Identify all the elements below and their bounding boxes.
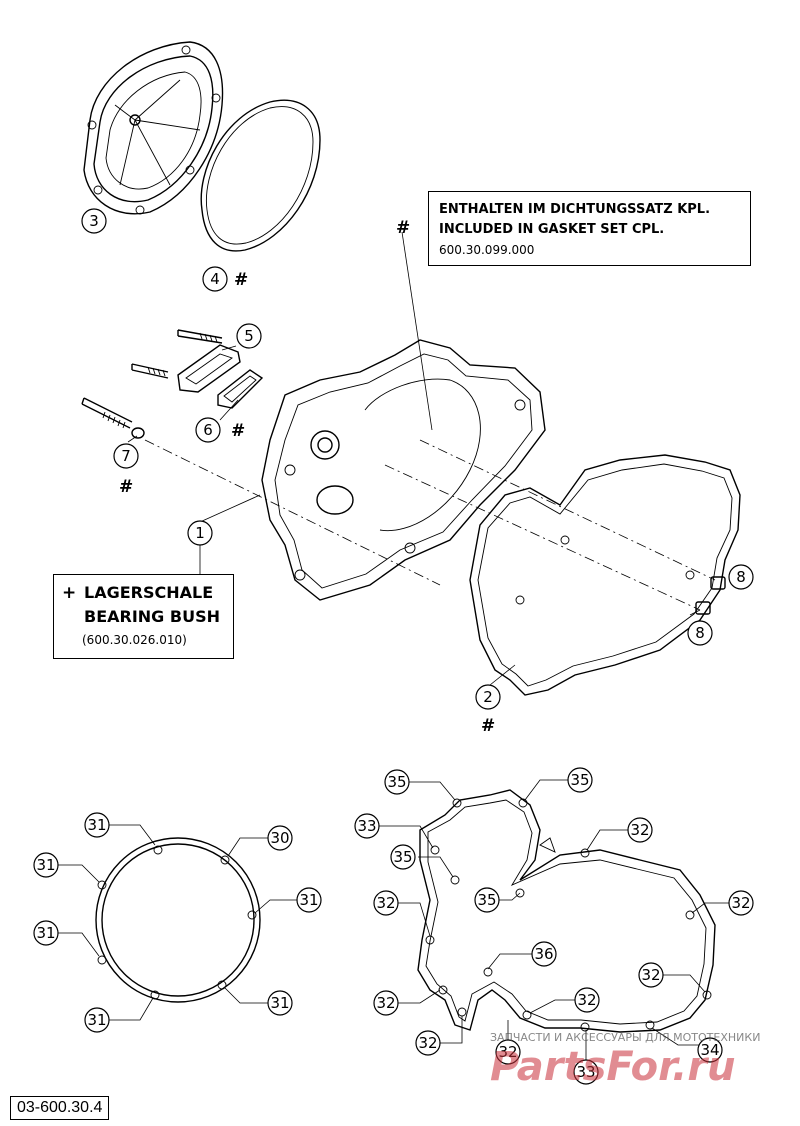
callout-32-a: 32 xyxy=(627,817,653,843)
callouts-clutch-gasket: 31 30 31 31 31 31 31 xyxy=(33,812,322,1033)
svg-text:2: 2 xyxy=(483,688,493,706)
svg-text:32: 32 xyxy=(498,1043,517,1061)
svg-text:33: 33 xyxy=(576,1063,595,1081)
svg-text:7: 7 xyxy=(121,447,131,465)
part-ignition-cover-gasket-detail xyxy=(417,789,716,1033)
svg-text:31: 31 xyxy=(299,891,318,909)
svg-text:3: 3 xyxy=(89,212,99,230)
callout-part-3: 3 xyxy=(81,208,107,234)
callout-34: 34 xyxy=(697,1037,723,1063)
callout-32-g: 32 xyxy=(415,1030,441,1056)
watermark-brand: PartsFor.ru xyxy=(490,1044,736,1090)
gasket-set-note-symbol: # xyxy=(396,218,411,238)
gasket-set-part-number: 600.30.099.000 xyxy=(439,243,535,257)
svg-text:5: 5 xyxy=(244,327,254,345)
leader-lines xyxy=(58,231,730,1072)
svg-text:30: 30 xyxy=(270,829,289,847)
svg-text:31: 31 xyxy=(36,924,55,942)
svg-text:35: 35 xyxy=(387,773,406,791)
svg-text:32: 32 xyxy=(630,821,649,839)
callout-part-6: 6 xyxy=(195,417,221,443)
svg-text:36: 36 xyxy=(534,945,553,963)
svg-text:31: 31 xyxy=(36,856,55,874)
callout-35-a: 35 xyxy=(384,769,410,795)
svg-text:31: 31 xyxy=(270,994,289,1012)
callout-32-f: 32 xyxy=(574,987,600,1013)
part-ignition-cover xyxy=(261,339,546,601)
svg-text:32: 32 xyxy=(376,894,395,912)
callout-33-b: 33 xyxy=(573,1059,599,1085)
svg-text:33: 33 xyxy=(357,817,376,835)
svg-text:1: 1 xyxy=(195,524,205,542)
callout-31-a: 31 xyxy=(84,812,110,838)
callout-35-d: 35 xyxy=(474,887,500,913)
part-ignition-cover-gasket xyxy=(469,454,741,696)
svg-text:31: 31 xyxy=(87,1011,106,1029)
svg-text:32: 32 xyxy=(418,1034,437,1052)
callout-31-b: 31 xyxy=(33,852,59,878)
svg-text:8: 8 xyxy=(695,624,705,642)
hash-mark-part-4: # xyxy=(234,270,248,290)
callout-30: 30 xyxy=(267,825,293,851)
part-clutch-cover xyxy=(83,41,224,215)
svg-text:32: 32 xyxy=(641,966,660,984)
callout-35-c: 35 xyxy=(390,844,416,870)
svg-text:31: 31 xyxy=(87,816,106,834)
watermark-tagline: ЗАПЧАСТИ И АКСЕССУАРЫ ДЛЯ МОТОТЕХНИКИ xyxy=(490,1031,760,1044)
gasket-set-marks: # # # # xyxy=(119,270,495,736)
svg-text:4: 4 xyxy=(210,270,220,288)
callout-32-e: 32 xyxy=(373,990,399,1016)
svg-text:8: 8 xyxy=(736,568,746,586)
callout-32-d: 32 xyxy=(638,962,664,988)
callout-part-8-lower: 8 xyxy=(687,620,713,646)
assembly-axes xyxy=(144,439,716,611)
callout-32-b: 32 xyxy=(373,890,399,916)
bearing-bush-part-number: (600.30.026.010) xyxy=(82,633,187,647)
part-small-cover-assembly xyxy=(81,329,264,439)
callout-32-c: 32 xyxy=(728,890,754,916)
callout-part-8-upper: 8 xyxy=(728,564,754,590)
svg-text:32: 32 xyxy=(376,994,395,1012)
bearing-bush-symbol: + xyxy=(62,583,77,603)
callout-31-d: 31 xyxy=(33,920,59,946)
callout-31-f: 31 xyxy=(84,1007,110,1033)
bearing-bush-line-de: LAGERSCHALE xyxy=(84,583,214,602)
callout-31-c: 31 xyxy=(296,887,322,913)
bearing-bush-line-en: BEARING BUSH xyxy=(84,607,220,626)
callout-32-h: 32 xyxy=(495,1039,521,1065)
hash-mark-part-7: # xyxy=(119,477,133,497)
gasket-set-box: ENTHALTEN IM DICHTUNGSSATZ KPL. INCLUDED… xyxy=(428,191,751,266)
gasket-set-line-de: ENTHALTEN IM DICHTUNGSSATZ KPL. xyxy=(439,202,711,217)
callout-part-1: 1 xyxy=(187,520,213,546)
svg-text:35: 35 xyxy=(393,848,412,866)
watermark: ЗАПЧАСТИ И АКСЕССУАРЫ ДЛЯ МОТОТЕХНИКИ Pa… xyxy=(490,1031,760,1090)
callout-part-7: 7 xyxy=(113,443,139,469)
callouts-main: 1 2 3 4 5 6 7 8 8 xyxy=(81,208,754,710)
callout-36: 36 xyxy=(531,941,557,967)
svg-text:6: 6 xyxy=(203,421,213,439)
callout-35-b: 35 xyxy=(567,767,593,793)
diagram-code: 03-600.30.4 xyxy=(10,1096,110,1120)
callout-part-5: 5 xyxy=(236,323,262,349)
svg-text:34: 34 xyxy=(700,1041,719,1059)
svg-text:32: 32 xyxy=(731,894,750,912)
part-clutch-cover-gasket-detail xyxy=(95,837,261,1003)
callout-33-a: 33 xyxy=(354,813,380,839)
svg-text:35: 35 xyxy=(570,771,589,789)
hash-mark-part-2: # xyxy=(481,716,495,736)
callout-part-4: 4 xyxy=(202,266,228,292)
part-clutch-cover-seal xyxy=(200,99,321,252)
hash-mark-part-6: # xyxy=(231,421,245,441)
gasket-set-line-en: INCLUDED IN GASKET SET CPL. xyxy=(439,222,665,237)
bearing-bush-box: + LAGERSCHALE BEARING BUSH (600.30.026.0… xyxy=(53,574,234,659)
callout-31-e: 31 xyxy=(267,990,293,1016)
svg-text:32: 32 xyxy=(577,991,596,1009)
callout-part-2: 2 xyxy=(475,684,501,710)
svg-text:35: 35 xyxy=(477,891,496,909)
callouts-cover-gasket: 35 35 33 35 35 32 32 32 36 32 32 32 32 3… xyxy=(354,767,754,1085)
